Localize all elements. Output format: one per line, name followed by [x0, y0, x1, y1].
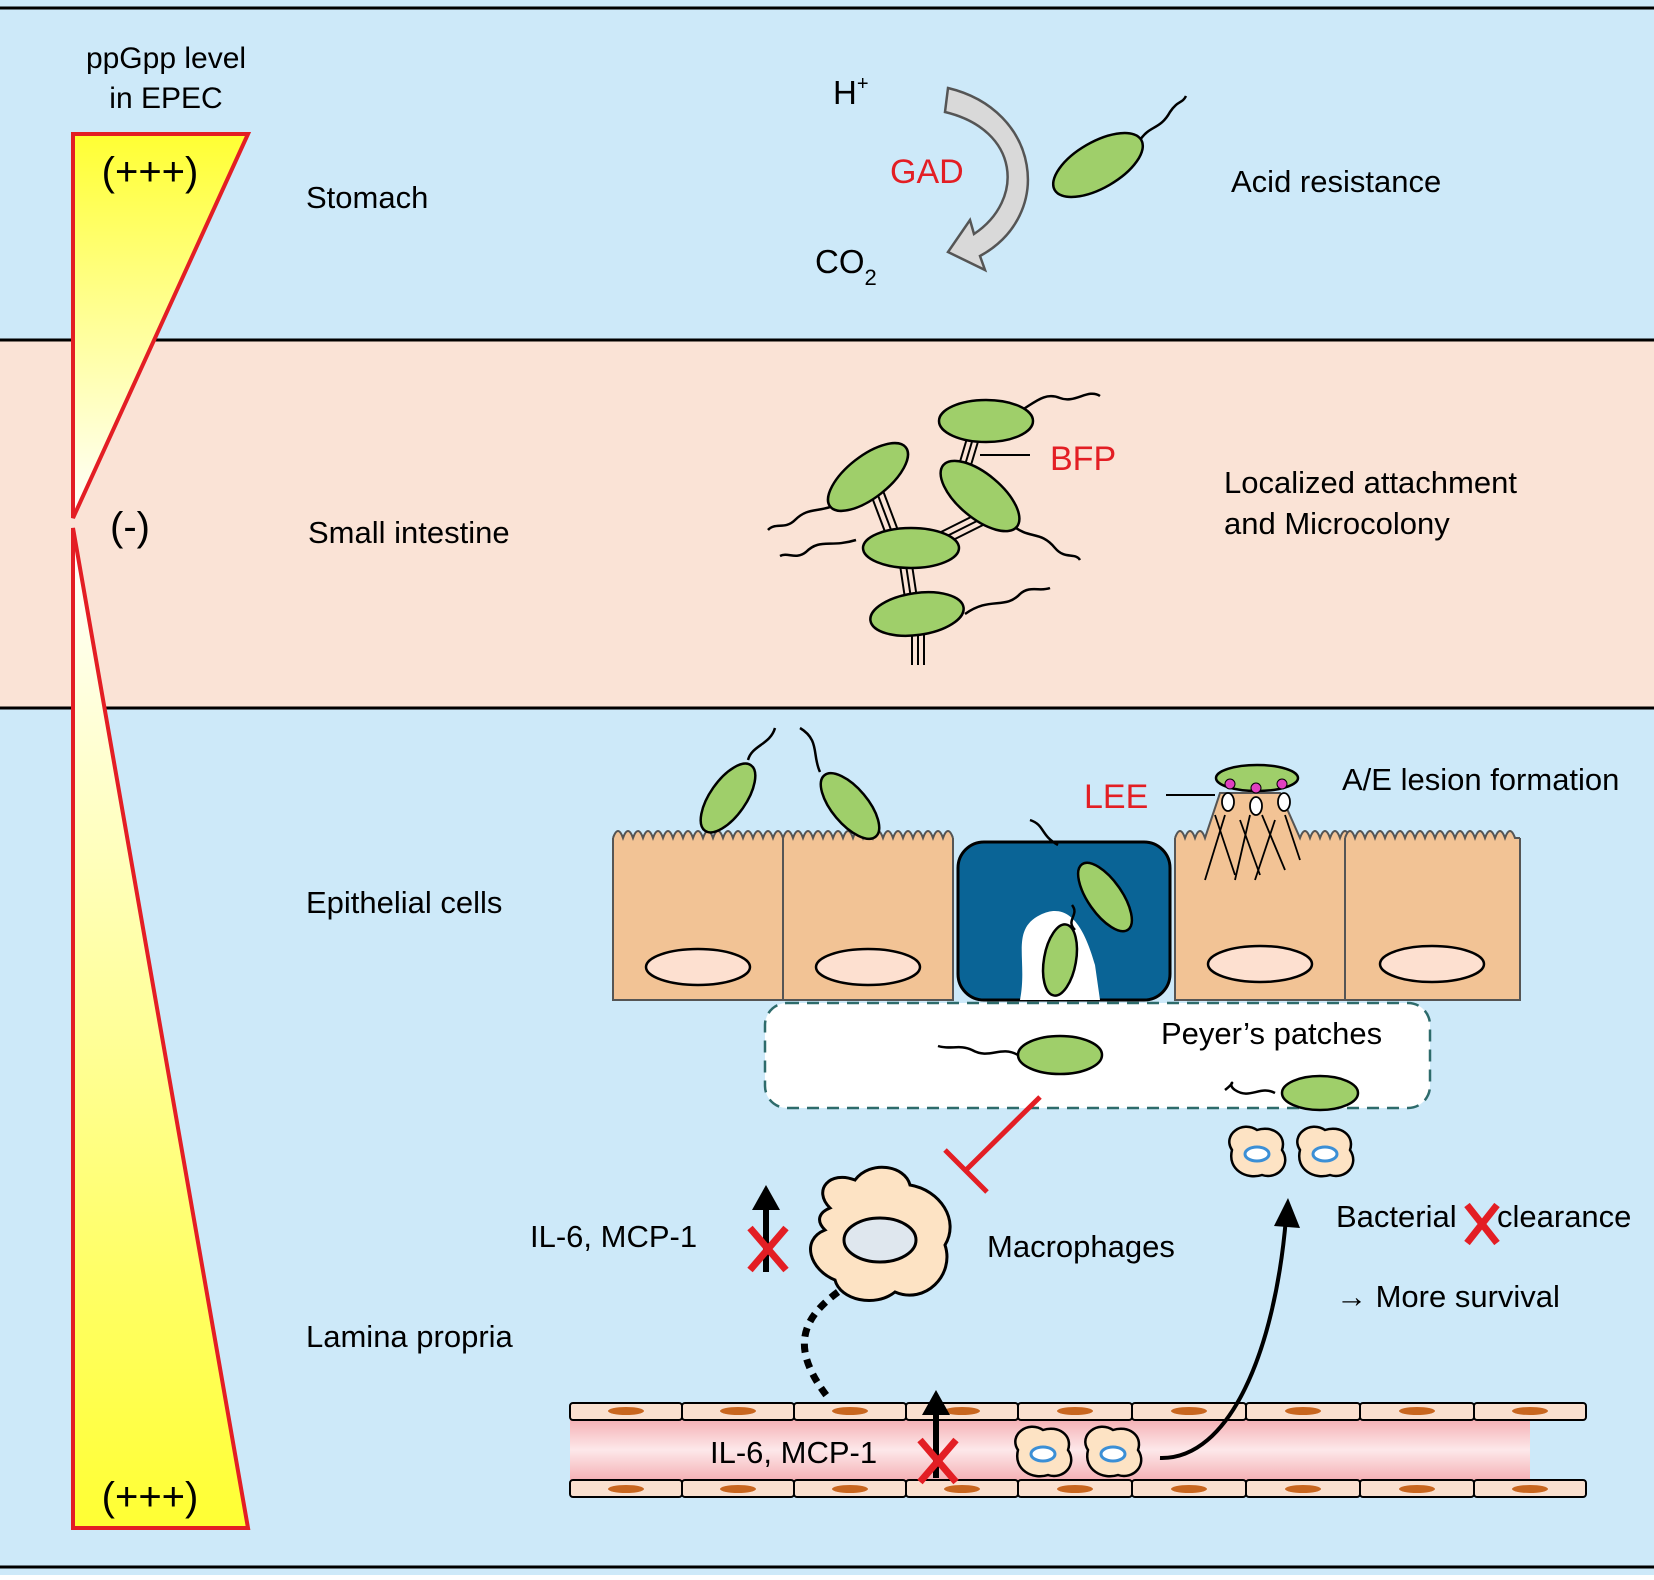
peyers-patches-label: Peyer’s patches [1161, 1016, 1382, 1051]
region-lamina-propria: Lamina propria [306, 1319, 514, 1354]
co2-label: CO2 [815, 243, 877, 290]
peyers-patch-bacteria [937, 1034, 1360, 1112]
region-stomach: Stomach [306, 180, 428, 215]
inhibition-symbol [943, 1095, 1042, 1194]
phagocyte-cells-upper [1228, 1125, 1355, 1178]
ae-lesion-label: A/E lesion formation [1342, 762, 1619, 797]
bacterial-clearance-before: Bacterial [1336, 1199, 1457, 1234]
small-intestine-panel: BFP Localized attachment and Microcolony [767, 392, 1517, 665]
microcolony-bacterium-5 [869, 590, 965, 638]
cytokine-up-arrow-vessel [917, 1390, 959, 1485]
microcolony-outcome-line2: and Microcolony [1224, 506, 1450, 541]
clearance-block-x [1464, 1202, 1500, 1246]
macrophage-cell [809, 1165, 952, 1302]
gauge-middle-level: (-) [110, 505, 150, 549]
more-survival-label: → More survival [1336, 1279, 1560, 1314]
gad-curved-arrow [943, 86, 1030, 273]
microcolony-bacterium-2 [826, 441, 910, 513]
gauge-top-level: (+++) [102, 150, 199, 194]
small-intestine-band [0, 340, 1654, 708]
epithelial-cell-1 [612, 830, 784, 1001]
region-epithelial-cells: Epithelial cells [306, 885, 502, 920]
stomach-band [0, 0, 1654, 340]
region-small-intestine: Small intestine [308, 515, 510, 550]
lee-label: LEE [1084, 778, 1148, 816]
acid-resistance-label: Acid resistance [1231, 164, 1441, 199]
gauge-bottom-level: (+++) [102, 1475, 199, 1519]
lee-pedestal-bacterium [1214, 763, 1300, 816]
attaching-bacteria [699, 726, 881, 841]
lamina-panel: Macrophages IL-6, MCP-1 [530, 1095, 1631, 1498]
macrophages-label: Macrophages [987, 1229, 1175, 1264]
microcolony-bacterium-4 [861, 526, 961, 570]
gad-enzyme-label: GAD [890, 153, 964, 191]
cytokines-vessel-label: IL-6, MCP-1 [710, 1435, 877, 1470]
ppgpp-gauge: ppGpp level in EPEC (+++) (-) (+++) [71, 42, 252, 1530]
phagocyte-cells-vessel [1014, 1425, 1143, 1478]
migration-arrow [1159, 1217, 1288, 1461]
stomach-panel: H+ GAD CO2 Acid resistance [815, 73, 1441, 290]
m-cell [956, 818, 1172, 1002]
gauge-title-line2: in EPEC [109, 82, 222, 115]
cytokines-macrophage-label: IL-6, MCP-1 [530, 1219, 697, 1254]
gauge-title-line1: ppGpp level [86, 42, 246, 75]
epithelium-panel: Peyer’s patches [612, 726, 1619, 1112]
microcolony-bacterium-3 [939, 459, 1021, 533]
gauge-upper-wedge [71, 132, 252, 519]
bacterial-clearance-after: clearance [1497, 1199, 1631, 1234]
cytokine-up-arrow-macrophage [747, 1185, 789, 1273]
bfp-label: BFP [1050, 440, 1116, 478]
epithelial-cell-ae-lesion [1174, 792, 1351, 1001]
microcolony-outcome-line1: Localized attachment [1224, 465, 1517, 500]
bacterium-stomach [1051, 95, 1188, 199]
h-plus-label: H+ [833, 73, 869, 111]
epithelial-cell-2 [782, 830, 954, 1001]
epithelial-cell-5 [1344, 830, 1521, 1001]
migration-arrow-head [1274, 1198, 1300, 1228]
gauge-lower-wedge [71, 527, 251, 1530]
microcolony-bacterium-1 [937, 398, 1035, 444]
